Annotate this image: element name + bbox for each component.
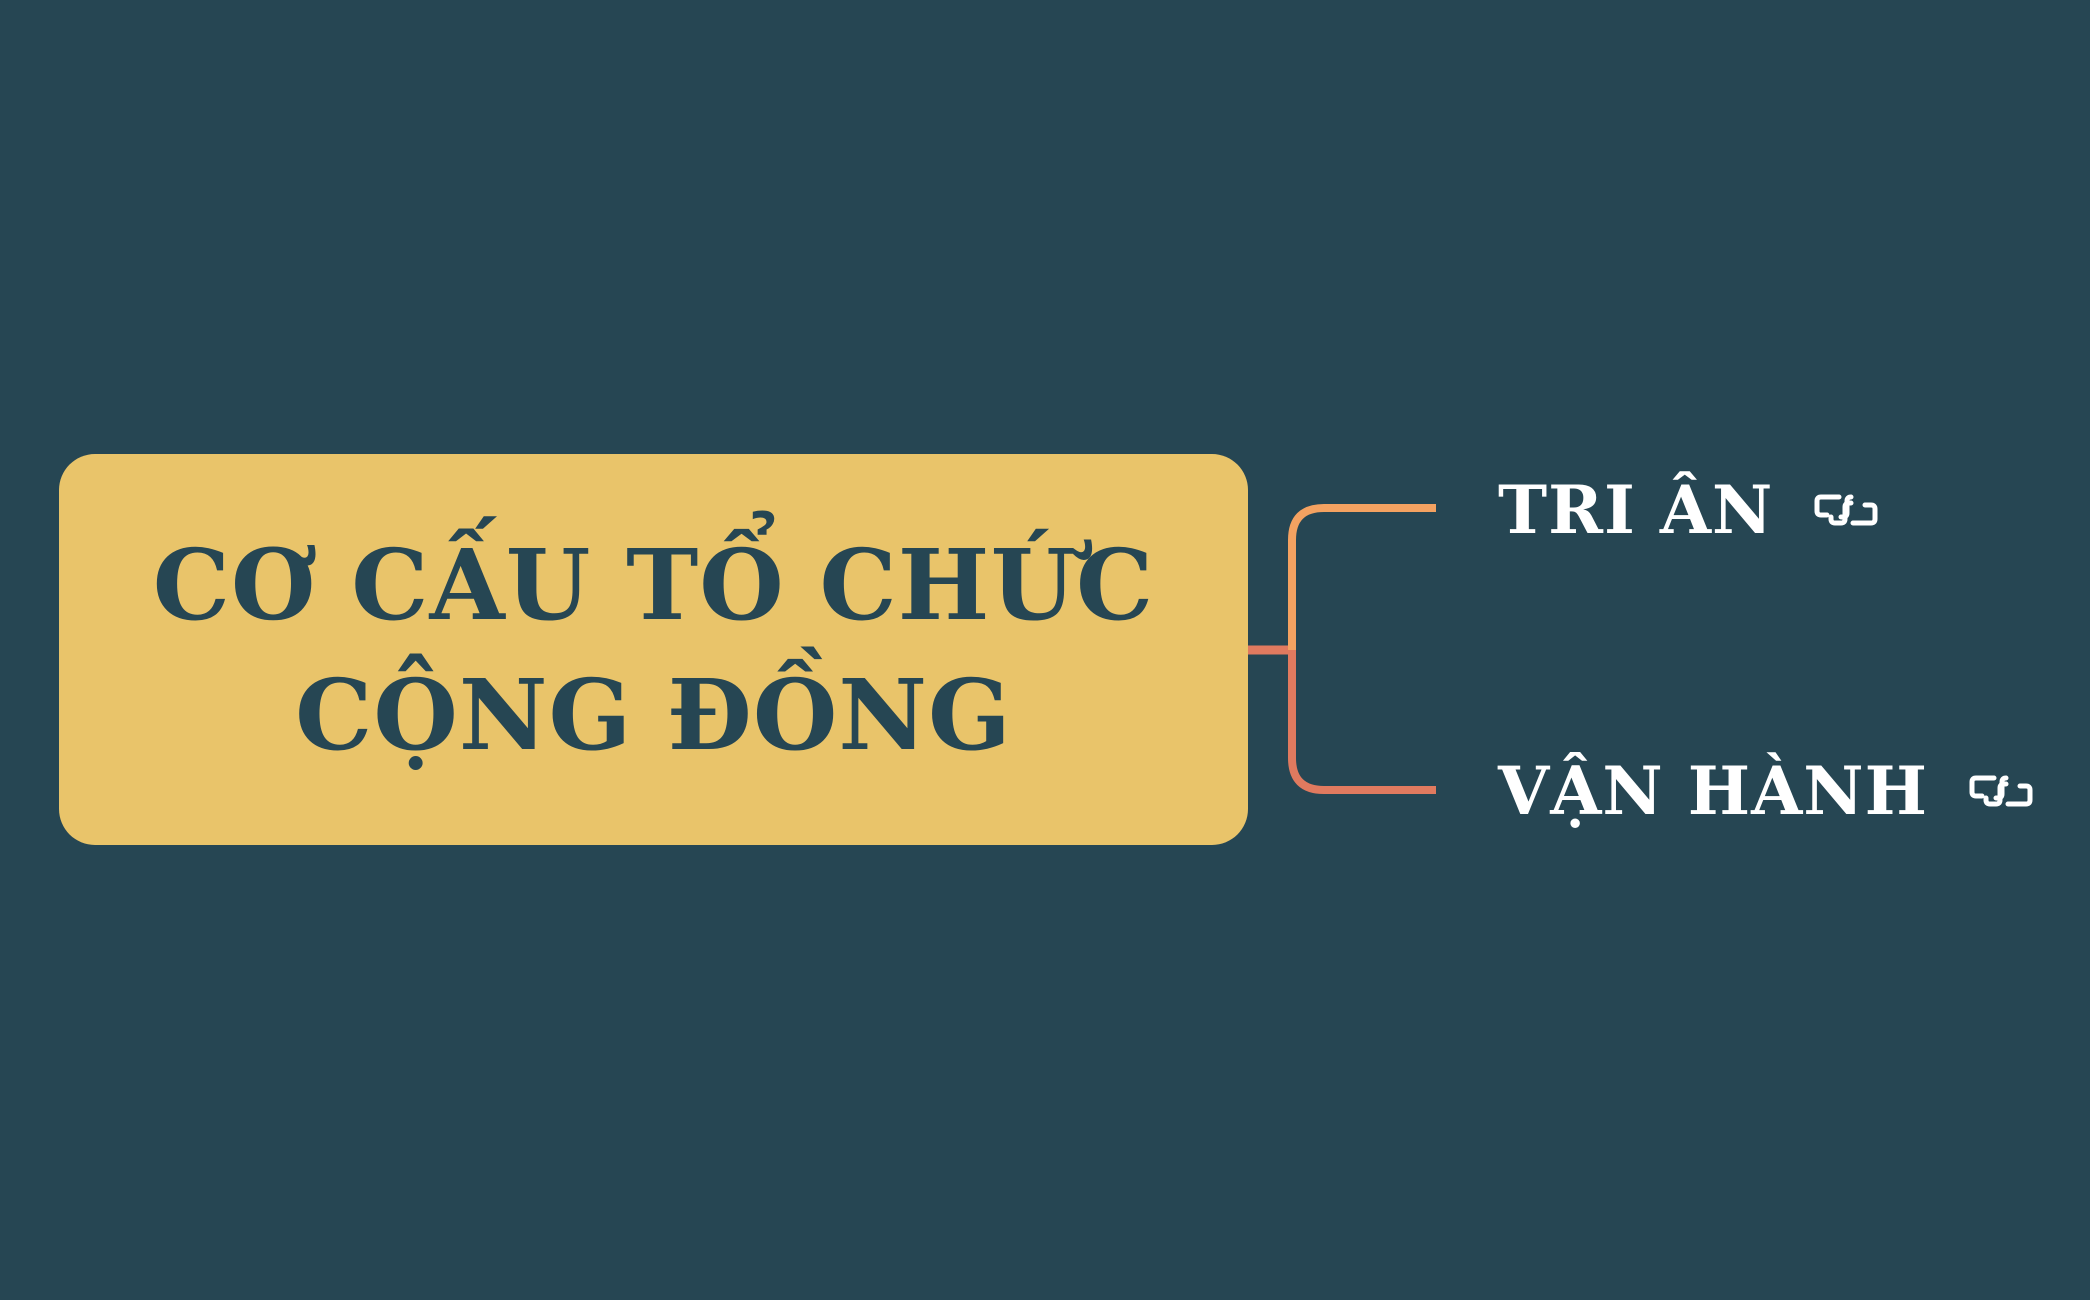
link-icon[interactable]	[1968, 768, 2034, 814]
link-icon[interactable]	[1813, 487, 1879, 533]
branch-label-van-hanh: VẬN HÀNH	[1498, 752, 1928, 830]
branch-node-tri-an[interactable]: TRI ÂN	[1498, 460, 1879, 560]
root-topic-title: CƠ CẤU TỔ CHỨC CỘNG ĐỒNG	[152, 527, 1155, 772]
branch-label-tri-an: TRI ÂN	[1498, 471, 1774, 549]
connector-van-hanh	[1288, 650, 1436, 794]
root-topic-node[interactable]: CƠ CẤU TỔ CHỨC CỘNG ĐỒNG	[59, 454, 1248, 845]
connector-tri-an	[1288, 504, 1436, 650]
branch-node-van-hanh[interactable]: VẬN HÀNH	[1498, 741, 2034, 841]
